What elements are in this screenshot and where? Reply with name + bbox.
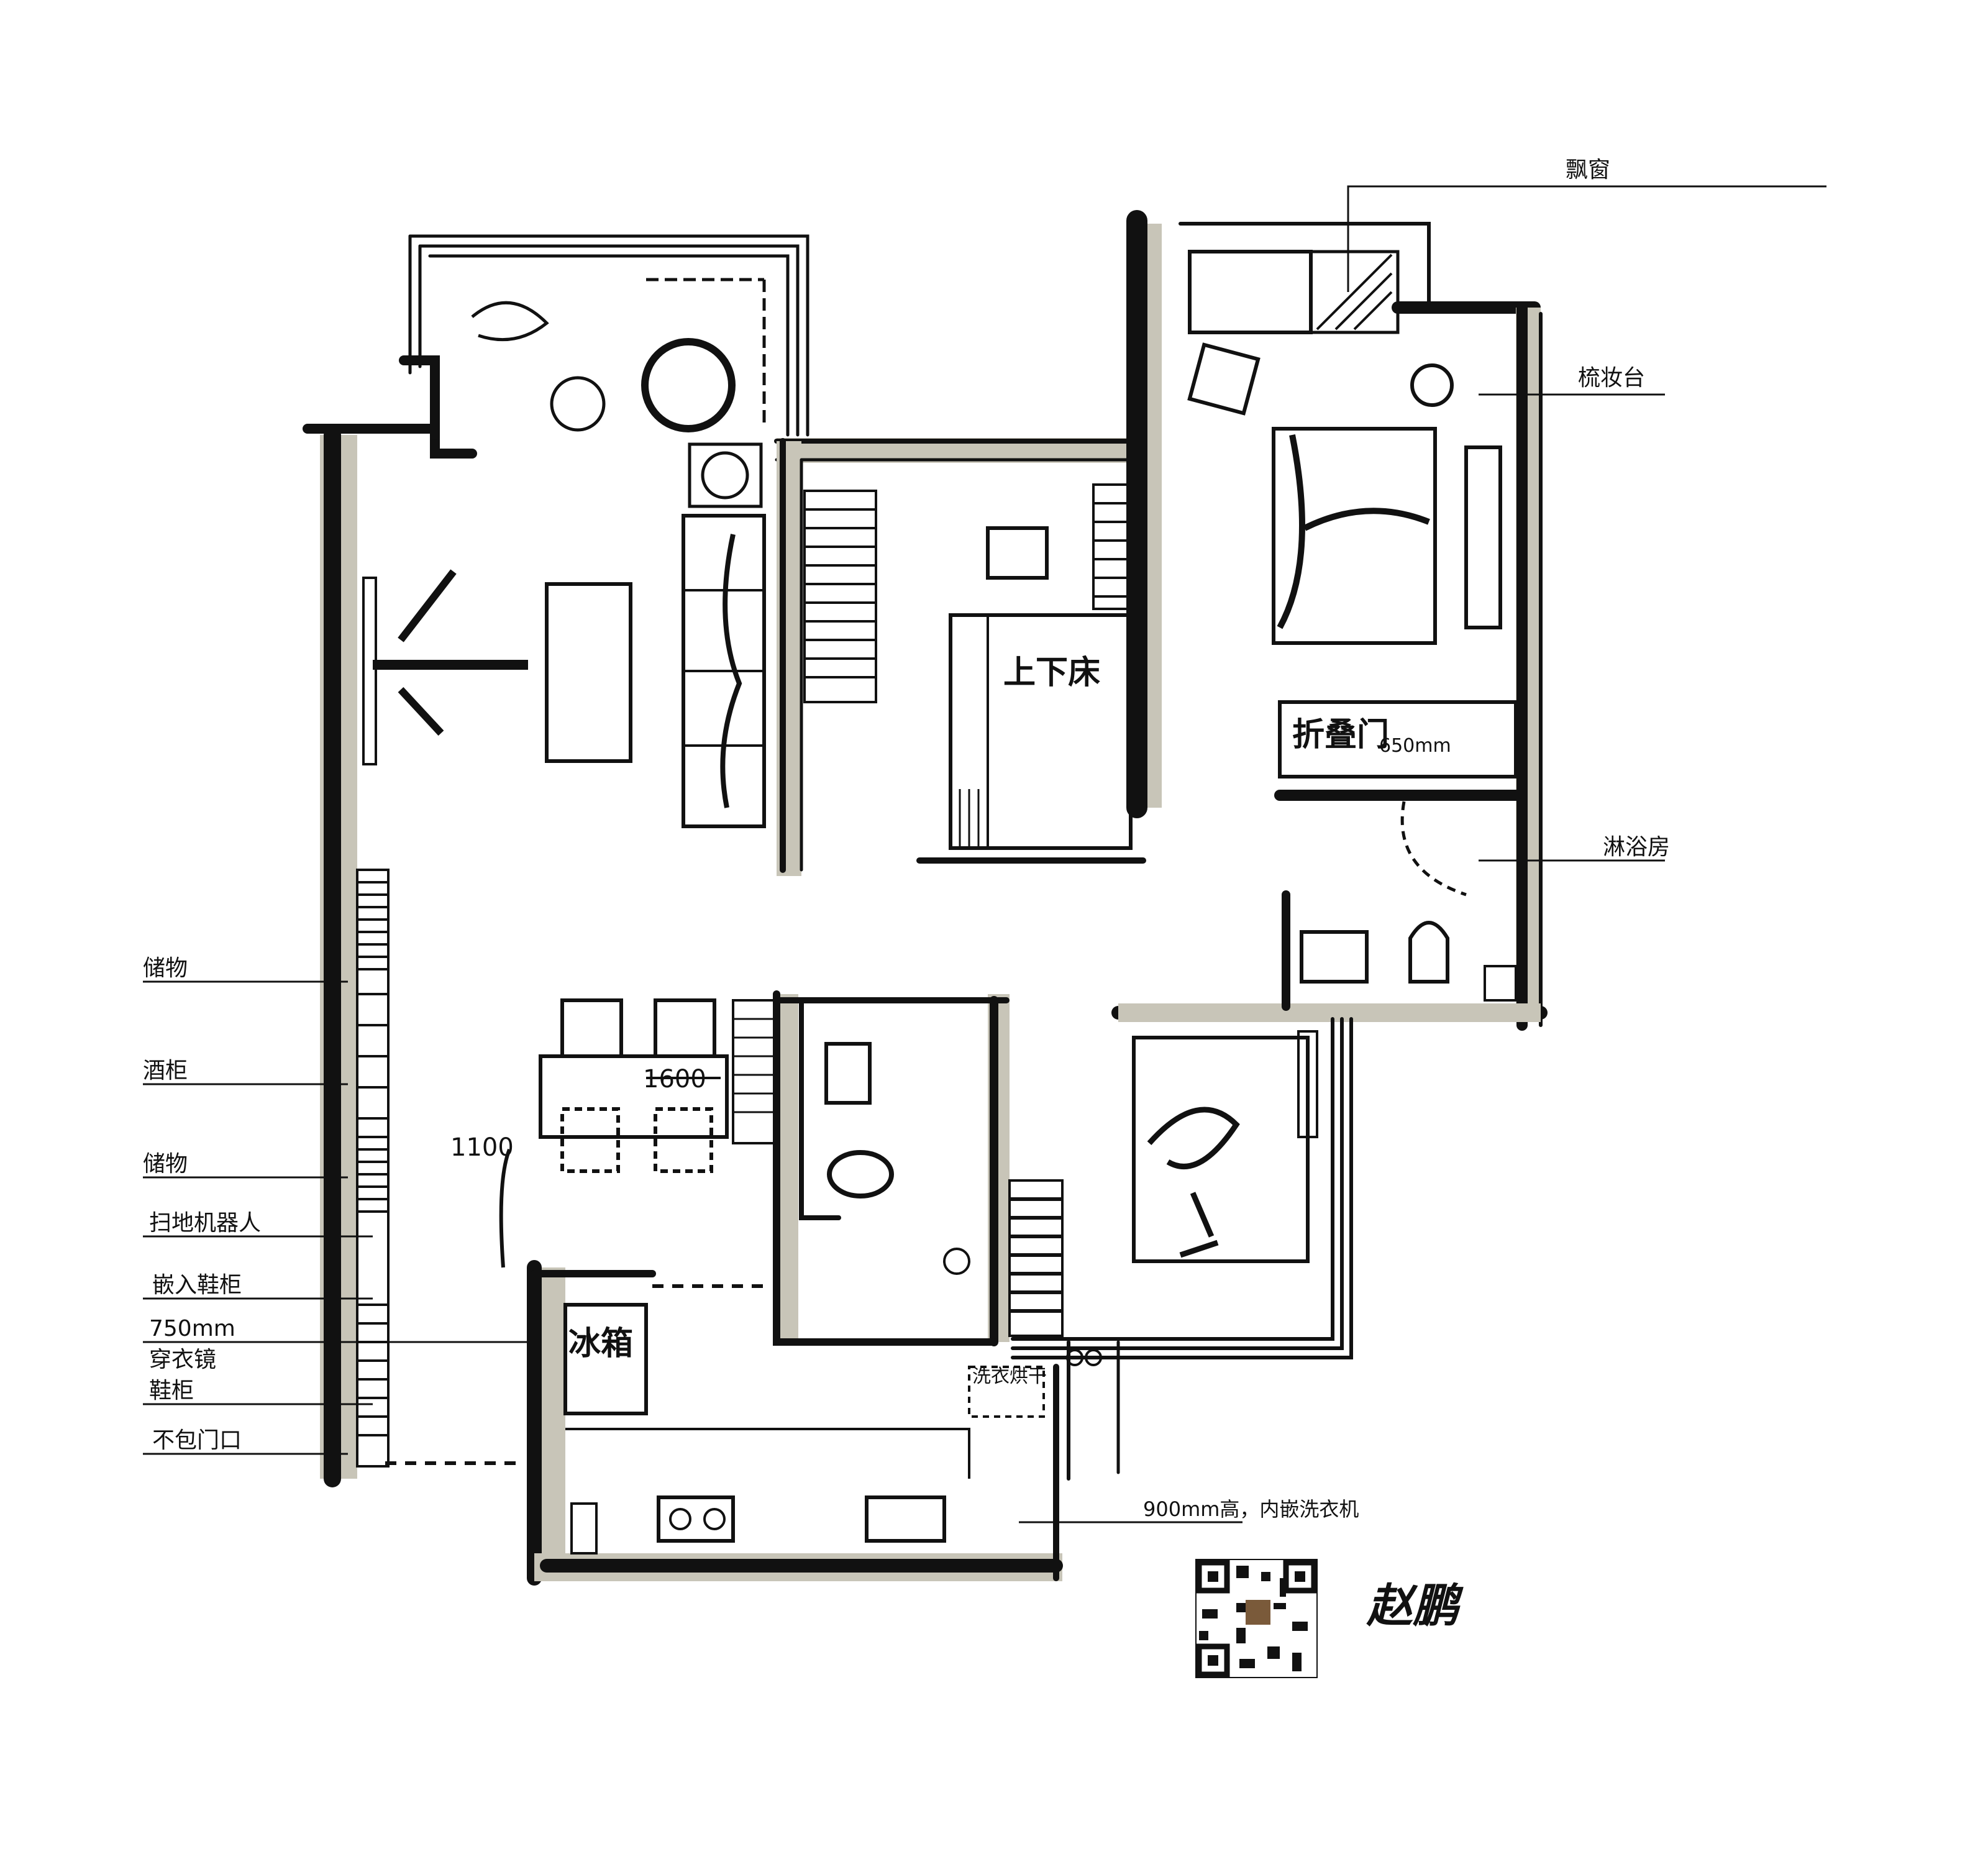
label-fridge: 冰箱 xyxy=(568,1325,633,1363)
note-shoe-cabinet: 鞋柜 xyxy=(149,1378,194,1404)
round-table xyxy=(641,338,736,432)
label-bunk-bed: 上下床 xyxy=(1003,654,1100,692)
second-bed xyxy=(1132,1036,1310,1263)
floor-drain xyxy=(943,1248,970,1275)
fridge xyxy=(563,1303,648,1415)
balcony-walls xyxy=(408,234,809,437)
note-mirror: 穿衣镜 xyxy=(149,1347,216,1372)
kitchen-sink xyxy=(865,1495,946,1543)
dining-chair-4 xyxy=(654,1107,713,1173)
doors xyxy=(385,801,1467,1465)
master-bed xyxy=(1272,427,1437,645)
coffee-table xyxy=(545,582,632,763)
label-aisle-width: 1100 xyxy=(450,1133,514,1162)
walls xyxy=(303,210,1548,1586)
note-shoe-cabinet-embedded: 嵌入鞋柜 xyxy=(152,1272,242,1298)
bath2-sink xyxy=(824,1042,872,1105)
note-robot-vacuum: 扫地机器人 xyxy=(149,1210,261,1236)
balcony-stool xyxy=(550,376,606,432)
bunk-bed xyxy=(949,613,1133,850)
label-dressing-table: 梳妆台 xyxy=(1578,365,1645,391)
plan-labels: 飘窗 梳妆台 淋浴房 上下床 折叠门 650mm 冰箱 洗衣烘干 1600 11… xyxy=(143,157,1670,1521)
label-folding-door-width: 650mm xyxy=(1379,735,1451,757)
kids-desk-chair xyxy=(986,526,1049,580)
dining-table xyxy=(539,1054,729,1139)
label-cabinet-note: 900mm高，内嵌洗衣机 xyxy=(1143,1497,1359,1521)
designer-signature: 赵鹏 xyxy=(1366,1579,1464,1633)
master-wardrobe xyxy=(1464,445,1502,629)
qr-code xyxy=(1195,1559,1318,1678)
bath-sink xyxy=(1300,930,1369,984)
left-wall-cabinets xyxy=(356,869,390,1468)
wine-cabinet xyxy=(732,999,778,1144)
bay-window-seat xyxy=(1188,250,1313,334)
label-bay-window: 飘窗 xyxy=(1566,157,1610,183)
label-washer-dryer: 洗衣烘干 xyxy=(972,1366,1047,1387)
label-shower: 淋浴房 xyxy=(1603,834,1670,860)
bedroom-chair xyxy=(1187,342,1261,416)
bath2-toilet xyxy=(827,1150,894,1199)
tv-cabinet xyxy=(362,577,377,765)
note-storage-1: 储物 xyxy=(143,956,188,981)
note-door-trim: 不包门口 xyxy=(152,1428,242,1453)
toilet xyxy=(1408,921,1449,984)
dressing-stool xyxy=(1410,363,1454,407)
note-wine-cabinet: 酒柜 xyxy=(143,1058,188,1084)
cooktop xyxy=(657,1495,735,1543)
kids-wardrobe xyxy=(803,483,1138,703)
ac-unit xyxy=(688,442,763,508)
furniture xyxy=(356,250,1518,1555)
label-table-width: 1600 xyxy=(643,1065,706,1094)
label-folding-door: 折叠门 xyxy=(1292,716,1389,754)
dining-chair-2 xyxy=(654,998,716,1058)
folding-door-closet xyxy=(1278,700,1518,778)
note-750mm: 750mm xyxy=(149,1316,235,1341)
note-storage-2: 储物 xyxy=(143,1151,188,1177)
dining-chair-1 xyxy=(560,998,623,1058)
leader-lines xyxy=(143,185,1826,1523)
dining-chair-3 xyxy=(560,1107,620,1173)
